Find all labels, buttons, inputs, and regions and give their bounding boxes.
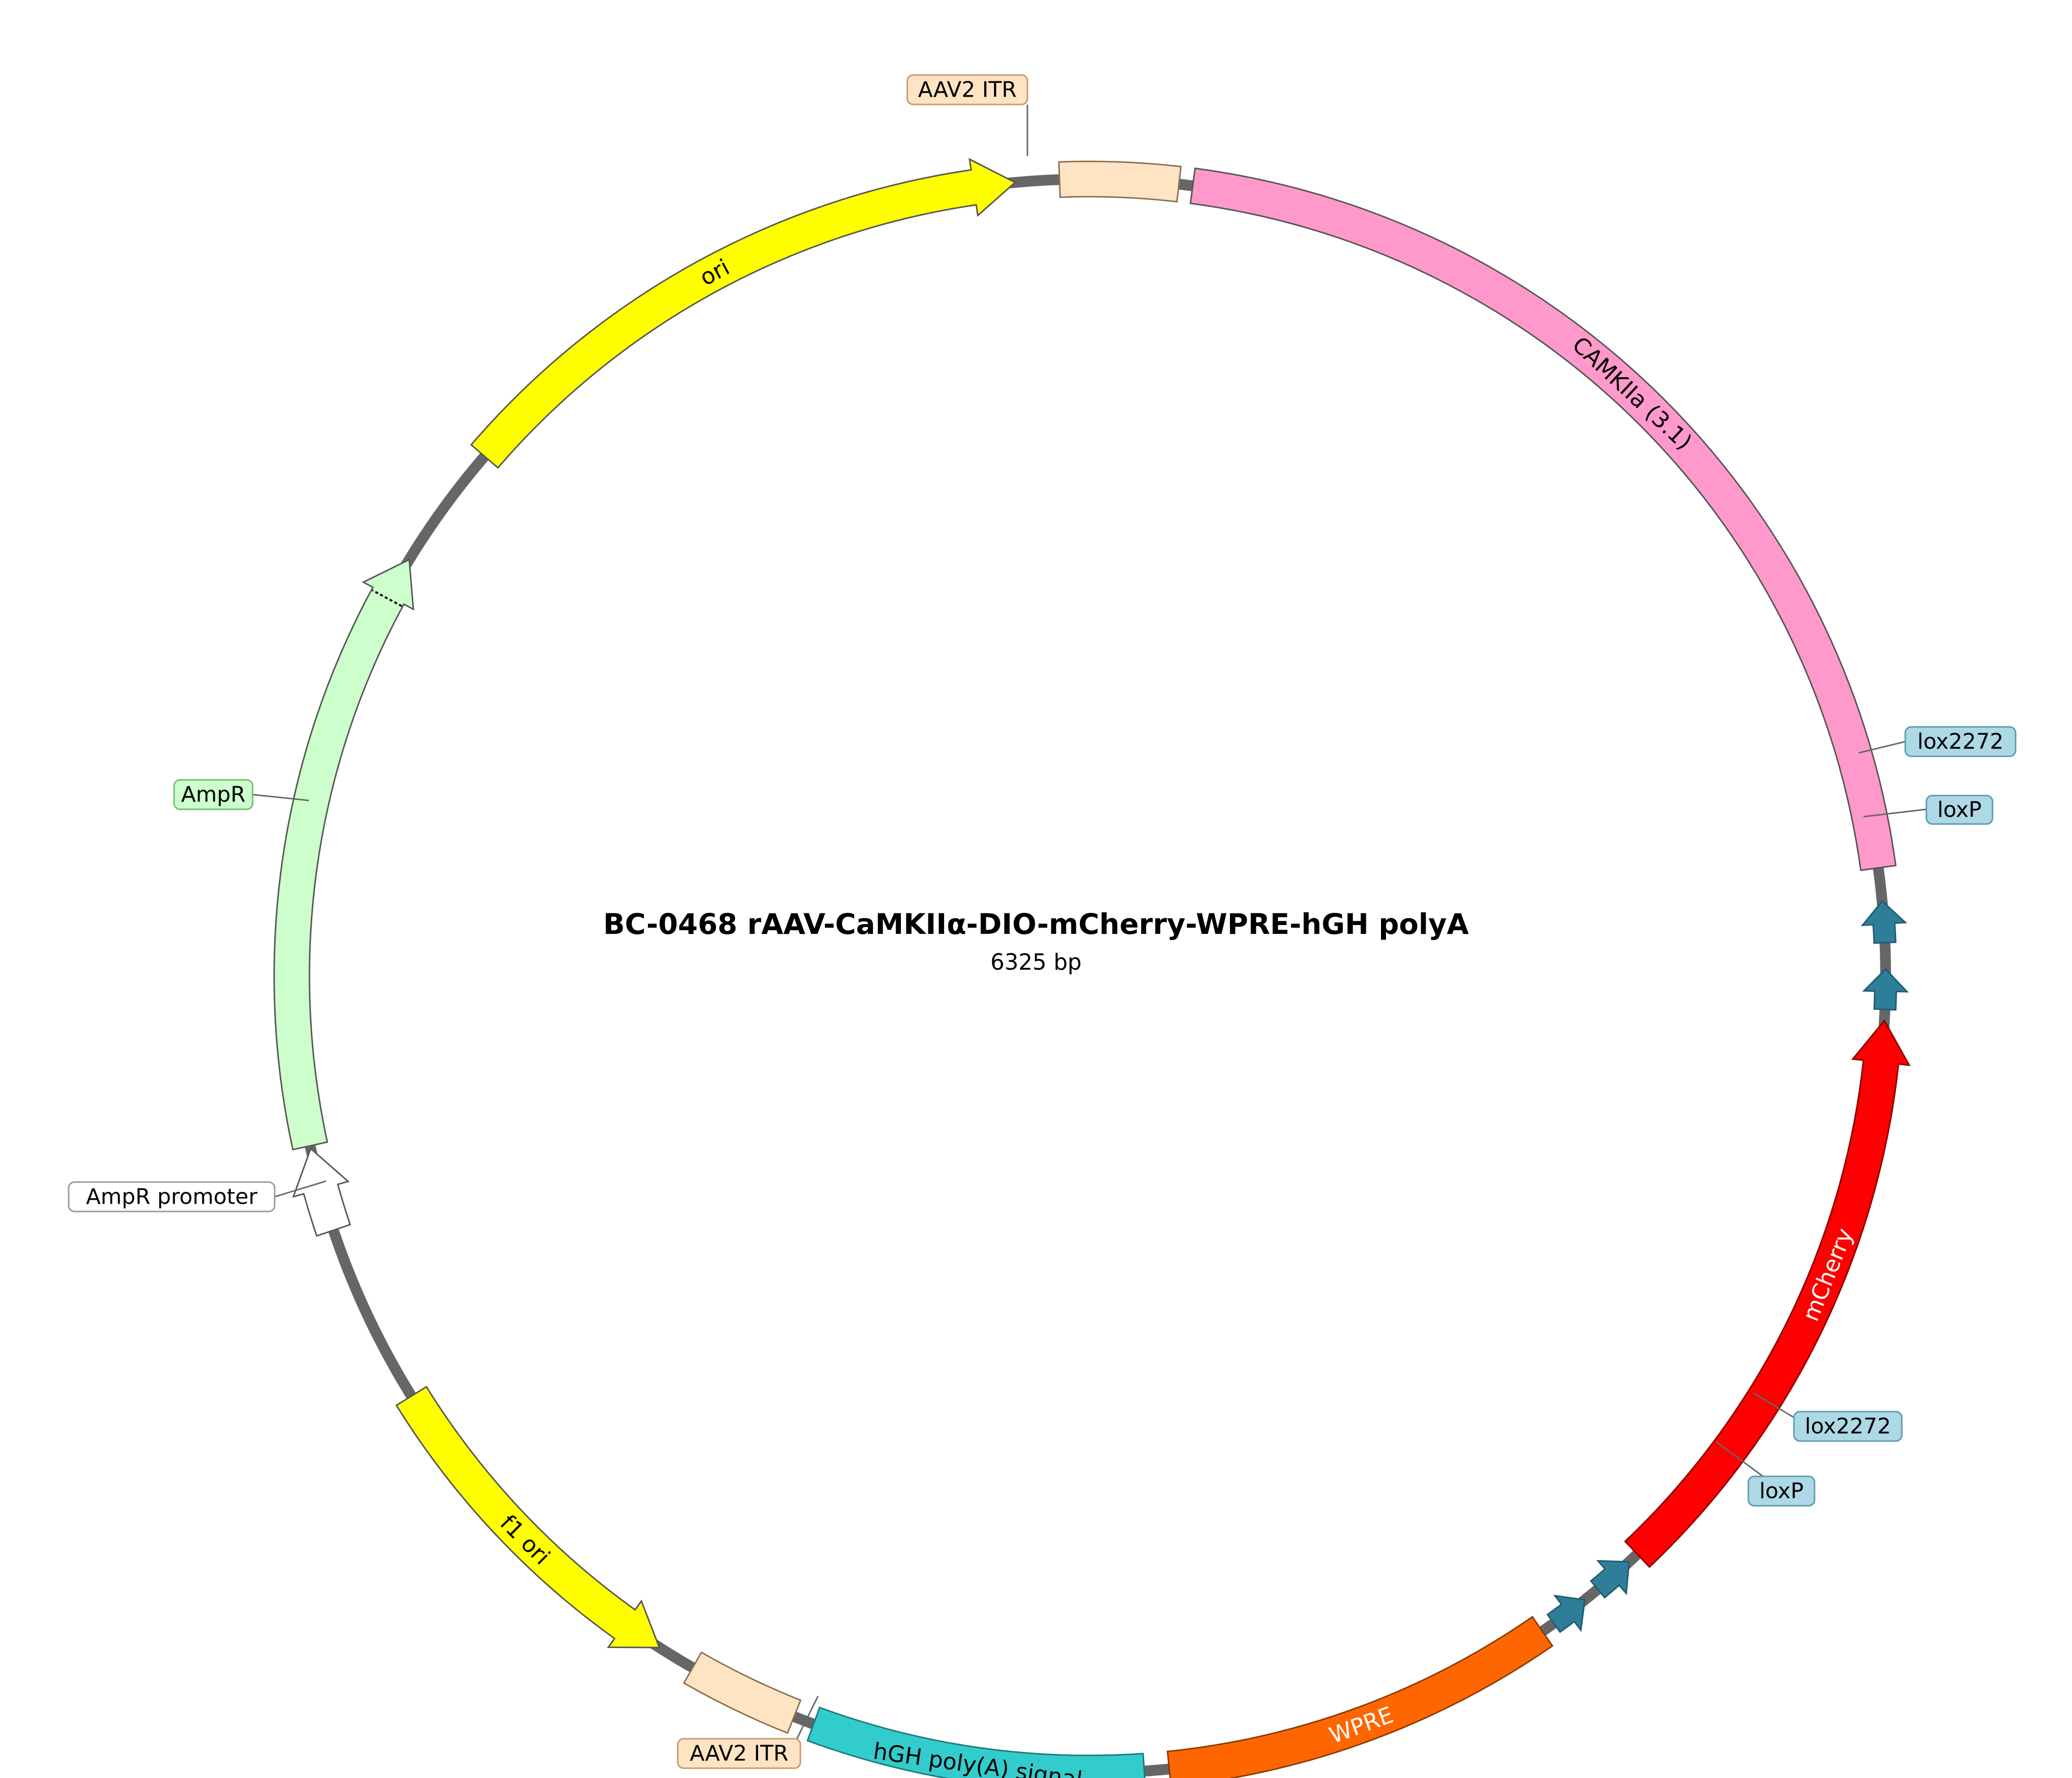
loxPa-leader-line [1863,808,1927,818]
feature-itr2[interactable] [683,1651,802,1734]
feature-wpre[interactable] [1166,1616,1554,1778]
amprpro-callout-box [68,1181,276,1212]
lox2272a-leader-line [1858,741,1906,754]
lox2272a-shape [1861,900,1908,944]
ampr-callout[interactable]: AmpR [173,779,254,810]
amprpro-callout-label: AmpR promoter [86,1185,258,1210]
feature-hgh[interactable] [806,1706,1146,1778]
feature-itr1[interactable] [1058,160,1182,203]
feature-lox2272b[interactable] [1589,1560,1630,1599]
feature-f1ori[interactable] [395,1386,661,1649]
loxPb-callout-box [1747,1475,1816,1507]
feature-mcherry[interactable] [1624,1019,1911,1568]
loxPb-callout[interactable]: loxP [1747,1475,1816,1507]
feature-lox2272a[interactable] [1861,900,1908,944]
lox2272b-callout-box [1793,1411,1903,1442]
itr2-shape [683,1651,802,1734]
ampr-callout-box [173,779,254,810]
loxPb-shape [1546,1595,1586,1633]
ampr-leader-line [252,794,309,801]
lox2272a-callout-box [1904,726,2017,757]
loxPa-shape [1862,968,1909,1011]
loxPa-callout-label: loxP [1937,798,1981,823]
amprpro-callout[interactable]: AmpR promoter [68,1181,276,1212]
feature-ori[interactable] [470,157,1017,469]
feature-loxPa[interactable] [1862,968,1909,1011]
itr2-callout-label: AAV2 ITR [690,1741,788,1766]
amprpro-leader-line [274,1180,327,1198]
feature-loxPb[interactable] [1546,1595,1586,1633]
ampr-dotted-divider [372,589,403,607]
itr1-shape [1058,160,1182,203]
feature-layer [273,157,1911,1778]
wpre-shape [1166,1616,1554,1778]
feature-camk[interactable] [1189,167,1897,872]
ampr-shape [273,558,414,1151]
ampr-callout-label: AmpR [181,782,245,807]
itr1-callout-box [906,74,1028,105]
loxPa-callout-box [1925,795,1994,825]
lox2272a-callout[interactable]: lox2272 [1904,726,2017,757]
loxPb-leader-line [1716,1441,1764,1477]
loxPb-callout-label: loxP [1759,1479,1803,1504]
plasmid-title: BC-0468 rAAV-CaMKIIα-DIO-mCherry-WPRE-hG… [603,907,1469,941]
camk-label: CAMKIIa (3.1) [1567,331,1697,455]
plasmid-size: 6325 bp [990,949,1082,975]
itr2-callout[interactable]: AAV2 ITR [677,1738,801,1769]
feature-amprpro[interactable] [292,1147,351,1237]
itr2-leader-line [796,1696,819,1739]
itr1-callout[interactable]: AAV2 ITR [906,74,1028,105]
amprpro-shape [292,1147,351,1237]
itr2-callout-box [677,1738,801,1769]
itr1-callout-label: AAV2 ITR [918,77,1017,103]
ori-shape [470,157,1017,469]
lox2272b-shape [1589,1560,1630,1599]
feature-ampr[interactable] [273,558,414,1151]
lox2272b-leader-line [1753,1392,1794,1418]
f1ori-shape [395,1386,661,1649]
lox2272a-callout-label: lox2272 [1918,729,2004,754]
loxPa-callout[interactable]: loxP [1925,795,1994,825]
mcherry-label: mCherry [1797,1225,1858,1325]
camk-shape [1189,167,1897,872]
hgh-shape [806,1706,1146,1778]
mcherry-shape [1624,1019,1911,1568]
lox2272b-callout-label: lox2272 [1805,1414,1891,1439]
lox2272b-callout[interactable]: lox2272 [1793,1411,1903,1442]
